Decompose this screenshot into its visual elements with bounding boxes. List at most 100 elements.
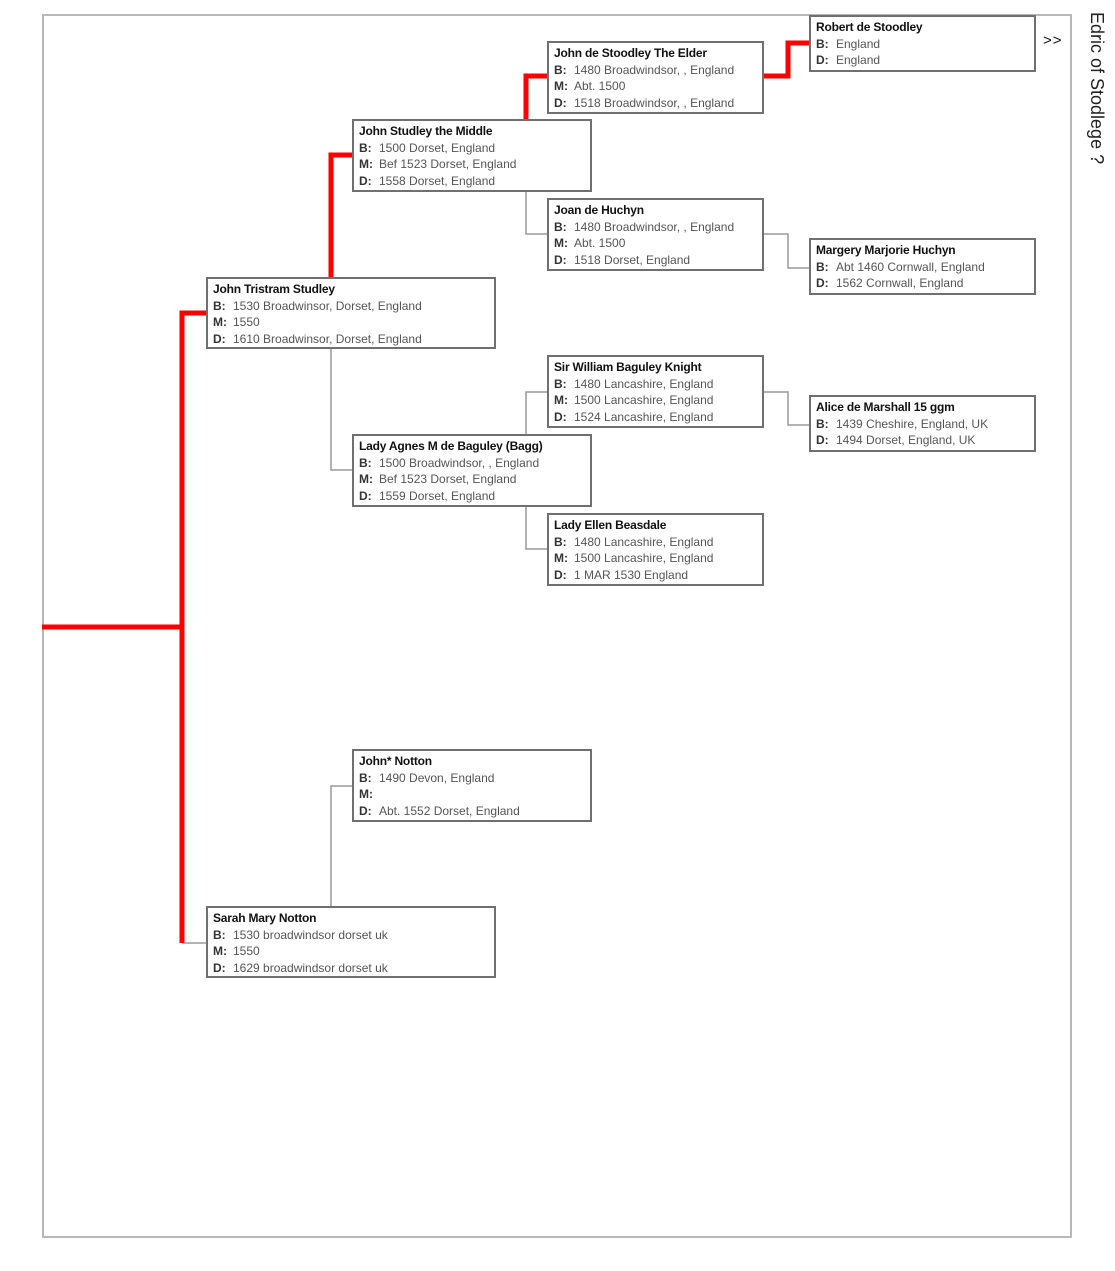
death-value: 1 MAR 1530 England [574,567,689,582]
death-value: 1524 Lancashire, England [574,409,714,424]
marriage-label: M: [213,944,227,958]
birth-label: B: [816,416,829,431]
birth-label: B: [359,140,372,155]
birth-label: B: [554,219,567,234]
birth-value: 1490 Devon, England [379,770,495,785]
connector-joan [525,191,548,235]
marriage-value: 1500 Lancashire, England [574,551,714,565]
person-name[interactable]: Sarah Mary Notton [213,911,317,925]
birth-label: B: [554,62,567,77]
marriage-value: Bef 1523 Dorset, England [379,472,517,486]
more-generations-link[interactable]: >> [1043,32,1063,49]
marriage-value: 1500 Lancashire, England [574,393,714,407]
next-ancestor-title[interactable]: Edric of Stodlege ? [1087,12,1107,165]
birth-label: B: [554,376,567,391]
marriage-label: M: [554,551,568,565]
birth-label: B: [213,298,226,313]
birth-label: B: [213,927,226,942]
marriage-value: 1550 [233,315,260,329]
death-value: 1610 Broadwinsor, Dorset, England [233,331,422,346]
person-name[interactable]: John* Notton [359,754,432,768]
death-value: Abt. 1552 Dorset, England [379,803,520,818]
birth-value: Abt 1460 Cornwall, England [836,259,985,274]
connector-alice [763,391,810,426]
person-card-margery-marjorie-huchyn[interactable]: Margery Marjorie Huchyn B: Abt 1460 Cornw… [809,238,1036,295]
death-value: 1629 broadwindsor dorset uk [233,960,388,975]
person-card-sir-william-baguley-knight[interactable]: Sir William Baguley Knight B: 1480 Lancas… [547,355,764,428]
death-value: 1518 Broadwindsor, , England [574,95,735,110]
death-value: England [836,53,881,67]
birth-value: 1480 Lancashire, England [574,376,714,391]
person-card-sarah-mary-notton[interactable]: Sarah Mary Notton B: 1530 broadwindsor do… [206,906,496,978]
person-card-robert-de-stoodley[interactable]: Robert de Stoodley B:England D:England [809,15,1036,72]
connector-ellen [525,506,548,550]
person-card-joan-de-huchyn[interactable]: Joan de Huchyn B: 1480 Broadwindsor, , En… [547,198,764,271]
marriage-label: M: [359,157,373,171]
marriage-label: M: [554,236,568,250]
person-card-john-de-stoodley-the-elder[interactable]: John de Stoodley The Elder B: 1480 Broadw… [547,41,764,114]
birth-label: B: [554,534,567,549]
person-name[interactable]: Joan de Huchyn [554,203,644,217]
death-label: D: [213,960,226,975]
death-value: 1562 Cornwall, England [836,276,964,290]
direct-line-john-middle [328,152,353,278]
death-label: D: [554,567,567,582]
connector-agnes [330,348,353,471]
birth-value: 1500 Dorset, England [379,140,496,155]
birth-label: B: [816,259,829,274]
death-value: 1494 Dorset, England, UK [836,433,976,447]
birth-label: B: [359,455,372,470]
person-card-john-studley-the-middle[interactable]: John Studley the Middle B: 1500 Dorset, E… [352,119,592,192]
direct-line-trunk [179,310,207,943]
person-name[interactable]: John de Stoodley The Elder [554,46,707,60]
marriage-value: Abt. 1500 [574,79,626,93]
connector-margery [763,233,810,269]
connector-john-notton [330,785,353,908]
connector-william [525,391,548,434]
marriage-label: M: [359,472,373,486]
birth-value: England [836,36,881,51]
death-label: D: [554,252,567,267]
birth-value: 1439 Cheshire, England, UK [836,416,989,431]
marriage-label: M: [359,787,373,801]
person-card-lady-agnes-de-baguley[interactable]: Lady Agnes M de Baguley (Bagg) B: 1500 Br… [352,434,592,507]
death-value: 1518 Dorset, England [574,252,691,267]
birth-label: B: [359,770,372,785]
marriage-value: Abt. 1500 [574,236,626,250]
person-name[interactable]: Robert de Stoodley [816,20,923,34]
birth-value: 1480 Broadwindsor, , England [574,219,735,234]
death-value: 1559 Dorset, England [379,488,496,503]
person-name[interactable]: Lady Agnes M de Baguley (Bagg) [359,439,543,453]
person-card-john-tristram-studley[interactable]: John Tristram Studley B: 1530 Broadwinsor… [206,277,496,349]
death-label: D: [359,488,372,503]
birth-value: 1530 broadwindsor dorset uk [233,927,388,942]
person-card-lady-ellen-beasdale[interactable]: Lady Ellen Beasdale B: 1480 Lancashire, E… [547,513,764,586]
person-name[interactable]: Lady Ellen Beasdale [554,518,667,532]
death-value: 1558 Dorset, England [379,173,496,188]
marriage-label: M: [213,315,227,329]
person-name[interactable]: Alice de Marshall 15 ggm [816,400,955,414]
person-card-alice-de-marshall[interactable]: Alice de Marshall 15 ggm B: 1439 Cheshire… [809,395,1036,452]
birth-value: 1500 Broadwindsor, , England [379,455,540,470]
person-name[interactable]: John Studley the Middle [359,124,493,138]
birth-value: 1480 Broadwindsor, , England [574,62,735,77]
death-label: D: [816,53,829,67]
marriage-label: M: [554,393,568,407]
death-label: D: [359,173,372,188]
person-card-john-notton[interactable]: John* Notton B: 1490 Devon, England M: D:… [352,749,592,822]
direct-line-robert [763,40,810,79]
death-label: D: [554,95,567,110]
birth-value: 1480 Lancashire, England [574,534,714,549]
person-name[interactable]: Margery Marjorie Huchyn [816,243,956,257]
death-label: D: [213,331,226,346]
death-label: D: [816,433,829,447]
person-name[interactable]: John Tristram Studley [213,282,335,296]
direct-line-john-elder [523,73,548,120]
person-name[interactable]: Sir William Baguley Knight [554,360,702,374]
marriage-label: M: [554,79,568,93]
birth-value: 1530 Broadwinsor, Dorset, England [233,298,422,313]
death-label: D: [359,803,372,818]
marriage-value: Bef 1523 Dorset, England [379,157,517,171]
death-label: D: [554,409,567,424]
